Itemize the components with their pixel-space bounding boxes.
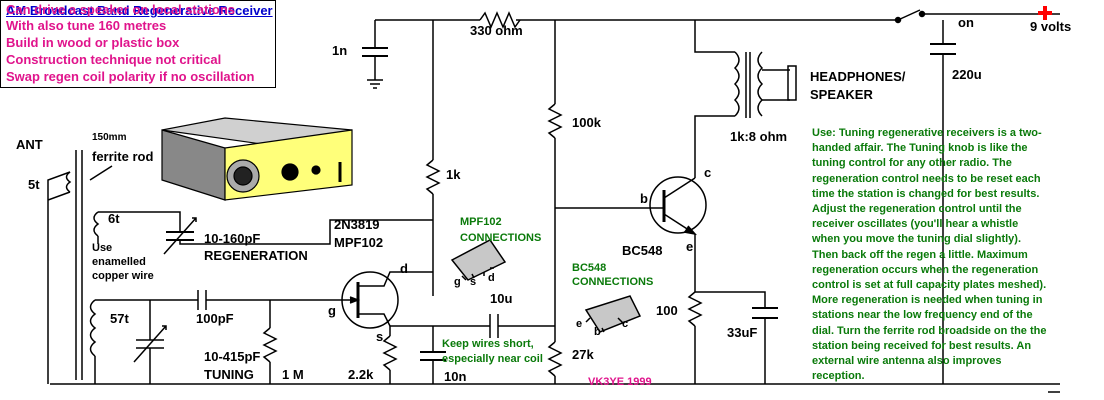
label-100: 100: [656, 303, 678, 318]
label-author: VK3YE 1999: [588, 376, 652, 388]
note-item: Build in wood or plastic box: [6, 35, 180, 50]
label-bc-pin-b: b: [594, 326, 601, 338]
label-keep-wires-1: Keep wires short,: [442, 338, 534, 350]
label-wire-note-3: copper wire: [92, 270, 154, 282]
label-mpf-pin-g: g: [454, 276, 461, 288]
label-bc-connections-1: BC548: [572, 262, 607, 274]
label-regen-cap-name: REGENERATION: [204, 248, 308, 263]
usage-instructions: Use: Tuning regenerative receivers is a …: [812, 127, 1047, 383]
label-ferrite-size: 150mm: [92, 132, 127, 143]
label-33uf: 33uF: [727, 325, 758, 340]
label-speaker: SPEAKER: [810, 87, 873, 102]
label-100k: 100k: [572, 115, 601, 130]
label-headphones: HEADPHONES/: [810, 69, 906, 84]
label-bc-pin-e: e: [576, 318, 583, 330]
label-bjt-base: b: [640, 191, 648, 206]
label-keep-wires-2: especially near coil: [442, 353, 543, 365]
label-27k: 27k: [572, 347, 594, 362]
label-1m: 1 M: [282, 367, 304, 382]
label-1k: 1k: [446, 167, 461, 182]
note-item: Construction technique not critical: [6, 52, 222, 67]
label-tune-cap-name: TUNING: [204, 367, 254, 382]
label-mpf-connections-2: CONNECTIONS: [460, 232, 542, 244]
label-bjt-collector: c: [704, 165, 712, 180]
label-2k2: 2.2k: [348, 367, 374, 382]
label-regen-cap-value: 10-160pF: [204, 231, 261, 246]
label-fet-drain: d: [400, 261, 408, 276]
label-mpf-pin-d: d: [488, 272, 495, 284]
label-100pf: 100pF: [196, 311, 234, 326]
label-fet-type-2: MPF102: [334, 235, 384, 250]
label-fet-gate: g: [328, 303, 336, 318]
label-wire-note-2: enamelled: [92, 256, 146, 268]
label-supply-voltage: 9 volts: [1030, 19, 1072, 34]
label-fet-type-1: 2N3819: [334, 217, 380, 232]
label-bjt-type: BC548: [622, 243, 663, 258]
label-mpf-connections-1: MPF102: [460, 216, 502, 228]
label-bc-pin-c: c: [622, 318, 629, 330]
note-item: Swap regen coil polarity if no oscillati…: [6, 69, 255, 84]
label-ferrite-rod: ferrite rod: [92, 149, 154, 164]
label-fet-source: s: [376, 329, 384, 344]
note-item: With also tune 160 metres: [6, 18, 167, 33]
label-1n: 1n: [332, 43, 348, 58]
label-ant: ANT: [16, 137, 43, 152]
label-5t: 5t: [28, 177, 40, 192]
label-bc-connections-2: CONNECTIONS: [572, 276, 654, 288]
label-tune-cap-value: 10-415pF: [204, 349, 261, 364]
label-57t: 57t: [110, 311, 129, 326]
label-330-ohm: 330 ohm: [470, 23, 523, 38]
notes-box: Can drive a speaker on local stations Wi…: [0, 0, 276, 88]
note-item: Can drive a speaker on local stations: [6, 2, 236, 17]
label-mpf-pin-s: s: [470, 276, 477, 288]
label-switch-on: on: [958, 15, 974, 30]
label-wire-note-1: Use: [92, 242, 113, 254]
label-bjt-emitter: e: [686, 239, 694, 254]
label-220u: 220u: [952, 67, 982, 82]
label-10u: 10u: [490, 291, 513, 306]
diagram-title: AM Broadcast Band Regenerative Receiver: [6, 3, 273, 18]
label-transformer: 1k:8 ohm: [730, 129, 788, 144]
label-6t: 6t: [108, 211, 120, 226]
label-10n: 10n: [444, 369, 467, 384]
